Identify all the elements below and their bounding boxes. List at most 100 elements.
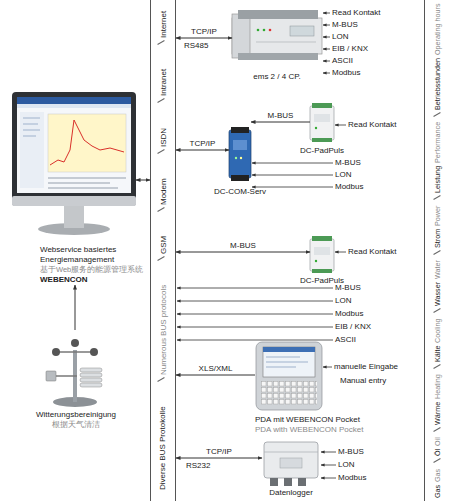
com-server-illustration (229, 127, 251, 181)
connector-label: TCP/IP (206, 447, 232, 457)
pulse-module-illustration (314, 247, 330, 255)
weather-station-illustration (80, 378, 102, 382)
signal-label: LON (335, 296, 351, 306)
com-server-illustration (235, 157, 237, 159)
connector-label: XLS/XML (199, 364, 233, 374)
node-text: Internet (157, 11, 168, 47)
signal-wire (321, 465, 336, 466)
signal-label: Modbus (332, 68, 360, 78)
connector-arrow (176, 375, 255, 376)
node-text: WEBENCON (40, 275, 146, 285)
node-text: Betriebsstunden (433, 58, 443, 119)
pda-illustration (266, 362, 308, 363)
monitor-illustration (23, 118, 40, 119)
datalogger-illustration (264, 442, 318, 486)
signal-wire (323, 49, 330, 50)
pulse-module-illustration (310, 236, 334, 273)
node-text: Wärme (433, 402, 443, 434)
monitor-illustration (23, 130, 40, 131)
signal-label: M-BUS (338, 447, 364, 457)
signal-wire (177, 340, 333, 341)
signal-wire (335, 125, 346, 126)
signal-wire (323, 25, 330, 26)
pda-illustration (263, 347, 315, 377)
pda-illustration (261, 381, 317, 405)
connector-arrow (176, 458, 262, 459)
node-text: Kälte (433, 346, 443, 371)
monitor-illustration (12, 196, 136, 206)
signal-wire (323, 73, 330, 74)
signal-wire (252, 175, 333, 176)
signal-label: M-BUS (332, 20, 358, 30)
signal-wire (177, 327, 333, 328)
node-text: Performance (433, 122, 442, 163)
node-text: ISDN (157, 128, 168, 156)
signal-label: Read Kontakt (332, 8, 380, 18)
connector-arrow (75, 285, 76, 330)
pda-node: PDA mit WEBENCON PocketPDA with WEBENCON… (255, 340, 323, 435)
monitor-illustration (48, 177, 126, 179)
signal-wire (321, 452, 336, 453)
com-server-illustration (231, 127, 249, 133)
signal-label: Modbus (335, 309, 363, 319)
signal-wire (323, 37, 330, 38)
signal-wire (177, 314, 333, 315)
signal-wire (323, 367, 332, 368)
signal-label: RS485 (184, 41, 208, 51)
weather-station-illustration (71, 339, 79, 347)
signal-label: ASCII (335, 335, 356, 345)
pulse-module-illustration (312, 269, 332, 273)
node-text: ems 2 / 4 CP. (253, 72, 300, 82)
node-text: Numerous BUS protocols (157, 285, 168, 384)
datalogger-illustration (270, 478, 278, 486)
signal-label: Read Kontakt (348, 247, 396, 257)
connector-arrow (176, 252, 310, 253)
pda-illustration (256, 342, 322, 410)
node-text: PDA with WEBENCON Pocket (255, 425, 363, 435)
datalogger-illustration (264, 442, 318, 478)
node-text: 根据天气清洁 (52, 420, 100, 430)
signal-label: Modbus (335, 182, 363, 192)
node-text: Witterungsbereinigung (36, 410, 116, 420)
node-text: Gas (433, 485, 442, 498)
datalogger-illustration (284, 478, 292, 486)
signal-label: Manual entry (340, 376, 386, 386)
pulse-module-illustration (310, 103, 334, 142)
signal-wire (177, 13, 346, 478)
pulse-module-illustration (315, 127, 317, 129)
signal-label: RS232 (186, 461, 210, 471)
node-text: Öl (433, 449, 443, 465)
ems-controller-illustration (269, 29, 272, 32)
node-text: PDA mit WEBENCON Pocket (255, 415, 360, 425)
pulse-module-illustration (310, 239, 334, 271)
media-band: GasGasÖlOilWärmeHeatingKälteCoolingWasse… (424, 0, 450, 501)
signal-label: M-BUS (335, 283, 361, 293)
monitor-illustration (23, 136, 36, 137)
ems-controller-illustration (238, 53, 318, 60)
node-text: Webservice basiertes Energiemanagement (40, 245, 146, 265)
pulse-module-node: DC-PadPuls (310, 100, 334, 156)
pulse-module-illustration (312, 236, 332, 241)
node-text: Gas (433, 469, 442, 482)
connector-label: M-BUS (268, 111, 294, 121)
connector-arrow (136, 180, 150, 181)
node-text: Diverse BUS Protokolle (158, 406, 168, 490)
signal-label: LON (338, 460, 354, 470)
node-text: Cooling (433, 318, 442, 342)
ems-controller-illustration (256, 42, 316, 43)
node-text: Strom (433, 229, 443, 257)
ems-controller-illustration (257, 29, 260, 32)
datalogger-illustration (264, 452, 318, 453)
node-text: DC-PadPuls (300, 146, 344, 156)
monitor-illustration (12, 92, 136, 235)
pulse-module-illustration (314, 114, 330, 122)
monitor-illustration (17, 97, 131, 104)
ems-controller-illustration (290, 26, 314, 36)
datalogger-node: Datenlogger (262, 438, 320, 498)
connector-arrow (176, 38, 232, 39)
signal-wire (335, 252, 346, 253)
monitor-illustration (23, 124, 38, 125)
monitor-illustration (17, 104, 131, 108)
weather-station-illustration (80, 383, 102, 387)
pulse-module-node: DC-PadPuls (310, 230, 334, 286)
